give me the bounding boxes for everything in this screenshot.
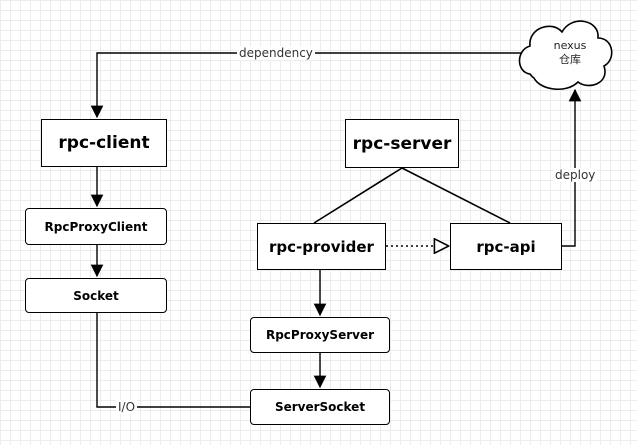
- rpc-client-node: rpc-client: [41, 119, 167, 167]
- dependency-connector: [90, 52, 522, 119]
- server-socket-node: ServerSocket: [250, 389, 390, 425]
- io-connector: [96, 313, 250, 408]
- nexus-subtitle: 仓库: [559, 53, 581, 66]
- deploy-connector: [562, 88, 582, 247]
- rpc-proxy-client-node: RpcProxyClient: [25, 208, 167, 245]
- rpc-api-node: rpc-api: [450, 223, 562, 270]
- io-label: I/O: [116, 400, 138, 414]
- rpc-provider-node: rpc-provider: [257, 223, 386, 270]
- deploy-label: deploy: [553, 168, 598, 182]
- nexus-repository: nexus 仓库: [548, 39, 592, 67]
- nexus-cloud-icon: [518, 20, 613, 90]
- server-to-provider-line: [313, 167, 403, 224]
- server-to-api-line: [401, 167, 511, 224]
- dependency-label: dependency: [237, 46, 315, 60]
- socket-node: Socket: [25, 278, 167, 313]
- nexus-name: nexus: [553, 39, 587, 52]
- rpc-server-node: rpc-server: [345, 119, 459, 168]
- rpc-proxy-server-node: RpcProxyServer: [250, 317, 390, 353]
